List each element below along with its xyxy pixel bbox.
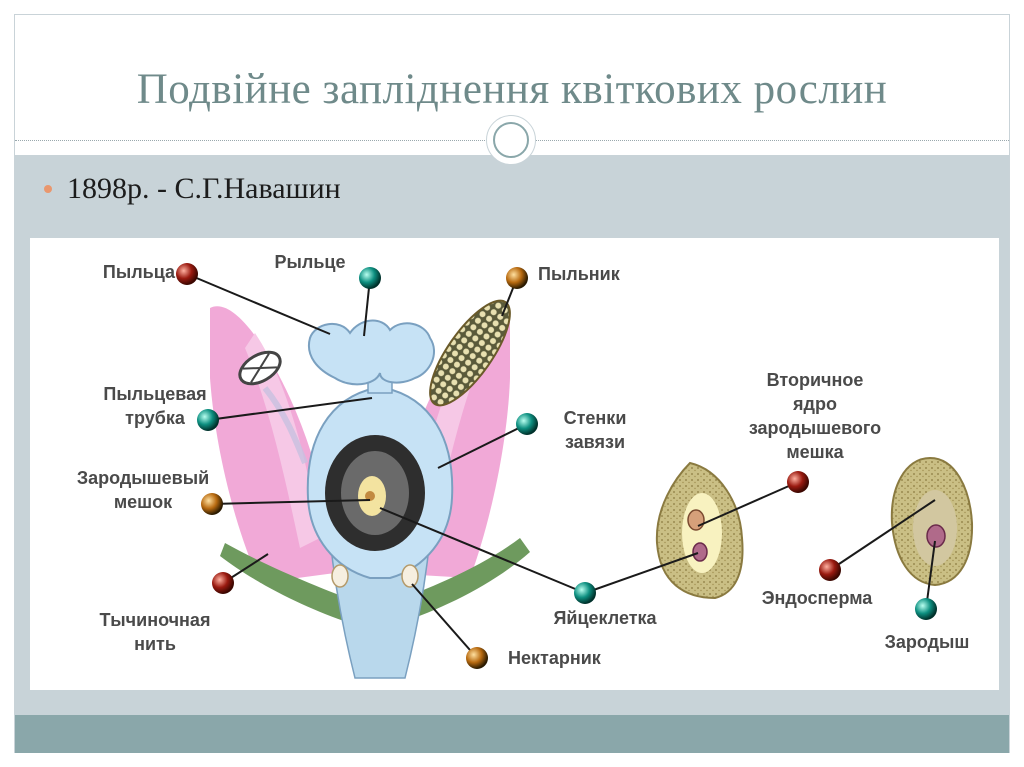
- egg-cell-dot: [365, 491, 375, 501]
- label-zarod-meshok-2: мешок: [114, 492, 173, 512]
- bullet-text: 1898р. - С.Г.Навашин: [67, 172, 341, 205]
- marker-yaytsekletka-icon: [574, 582, 596, 604]
- nectary-right: [401, 564, 419, 588]
- marker-zarodysh-icon: [915, 598, 937, 620]
- label-pylnik: Пыльник: [538, 264, 621, 284]
- marker-pyltsa-icon: [176, 263, 198, 285]
- label-tychinochnaya-2: нить: [134, 634, 176, 654]
- divider-ring-icon: [486, 115, 536, 165]
- marker-vtorichnoe-icon: [787, 471, 809, 493]
- label-vtorichnoe-2: ядро: [792, 394, 837, 414]
- label-vtorichnoe-4: мешка: [786, 442, 844, 462]
- sepal-right: [390, 538, 530, 623]
- marker-endosperma-icon: [819, 559, 841, 581]
- marker-pyltsevaya-icon: [197, 409, 219, 431]
- label-yaytsekletka: Яйцеклетка: [553, 608, 657, 628]
- labels: Пыльца Рыльце Пыльник Пыльцевая трубка С…: [77, 252, 970, 668]
- stigma: [307, 319, 435, 386]
- bottom-bar: [15, 715, 1009, 753]
- label-zarod-meshok-1: Зародышевый: [77, 468, 209, 488]
- label-stenki-1: Стенки: [564, 408, 627, 428]
- seed-section-2: [890, 456, 974, 587]
- marker-tychinochnaya-icon: [212, 572, 234, 594]
- label-vtorichnoe-1: Вторичное: [767, 370, 864, 390]
- anther: [429, 299, 511, 407]
- nectary-left: [331, 564, 349, 588]
- marker-stenki-icon: [516, 413, 538, 435]
- label-vtorichnoe-3: зародышевого: [749, 418, 881, 438]
- pollen-grain: [238, 350, 282, 386]
- marker-nektarnik-icon: [466, 647, 488, 669]
- label-pyltsevaya-1: Пыльцевая: [103, 384, 206, 404]
- ovule-section-1: [655, 461, 744, 600]
- label-stenki-2: завязи: [565, 432, 625, 452]
- diagram-image: Пыльца Рыльце Пыльник Пыльцевая трубка С…: [30, 238, 999, 690]
- marker-pylnik-icon: [506, 267, 528, 289]
- markers: [176, 263, 937, 669]
- label-pyltsa: Пыльца: [103, 262, 176, 282]
- marker-ryltse-icon: [359, 267, 381, 289]
- label-endosperma: Эндосперма: [762, 588, 874, 608]
- petal-inner-left: [245, 333, 320, 548]
- label-pyltsevaya-2: трубка: [125, 408, 186, 428]
- label-nektarnik: Нектарник: [508, 648, 602, 668]
- bullet-dot-icon: [44, 185, 52, 193]
- label-zarodysh: Зародыш: [885, 632, 970, 652]
- flower-illustration: [210, 299, 530, 679]
- pollen-tube-sketch: [262, 386, 308, 465]
- slide-title: Подвійне запліднення квіткових рослин: [136, 66, 888, 113]
- label-ryltse: Рыльце: [275, 252, 346, 272]
- bullet-item: 1898р. - С.Г.Навашин: [44, 172, 341, 206]
- label-tychinochnaya-1: Тычиночная: [100, 610, 211, 630]
- marker-zarod-meshok-icon: [201, 493, 223, 515]
